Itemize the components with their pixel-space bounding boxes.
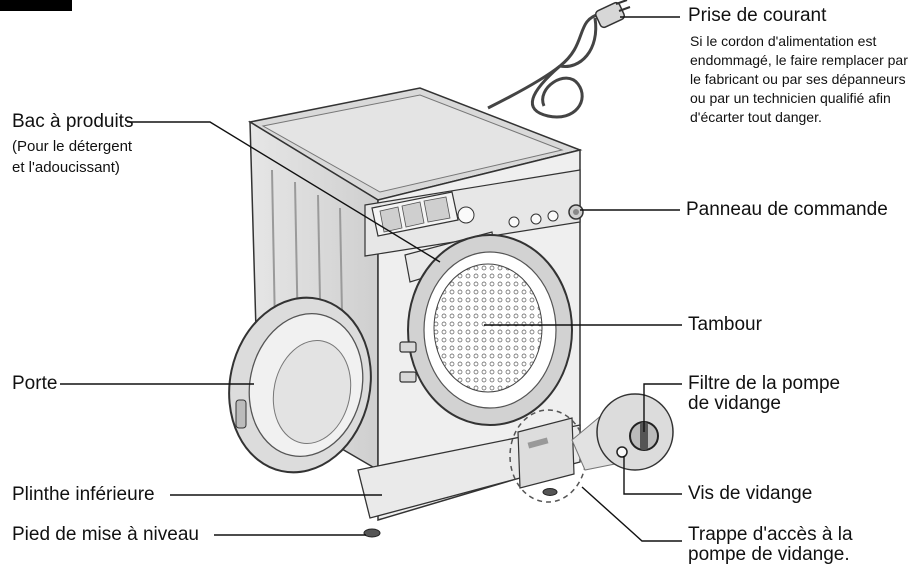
leveling-foot bbox=[363, 488, 558, 538]
note-power-cord-2: endommagé, le faire remplacer par bbox=[690, 52, 908, 68]
door-hinge bbox=[399, 341, 417, 383]
label-access-cover-1: Trappe d'accès à la bbox=[688, 524, 853, 545]
filter-callout bbox=[571, 393, 674, 471]
label-pump-filter-2: de vidange bbox=[688, 393, 781, 414]
label-detergent-drawer-sub-1: (Pour le détergent bbox=[12, 138, 133, 155]
label-drum: Tambour bbox=[688, 314, 762, 335]
power-plug bbox=[594, 0, 631, 29]
label-kickplate: Plinthe inférieure bbox=[12, 484, 155, 505]
power-cord bbox=[487, 12, 601, 119]
pump-access-cover bbox=[517, 417, 575, 489]
note-power-cord-4: ou par un technicien qualifié afin bbox=[690, 90, 891, 106]
label-control-panel: Panneau de commande bbox=[686, 199, 888, 220]
control-buttons bbox=[457, 206, 559, 228]
note-power-cord-1: Si le cordon d'alimentation est bbox=[690, 33, 877, 49]
note-power-cord-5: d'écarter tout danger. bbox=[690, 109, 822, 125]
drum bbox=[433, 263, 543, 393]
label-detergent-drawer-sub-2: et l'adoucissant) bbox=[12, 159, 120, 176]
label-leveling-foot: Pied de mise à niveau bbox=[12, 524, 199, 545]
label-detergent-drawer: Bac à produits bbox=[12, 111, 134, 132]
label-power-plug: Prise de courant bbox=[688, 5, 827, 26]
door bbox=[228, 296, 372, 474]
drain-screw bbox=[616, 446, 628, 458]
label-pump-filter-1: Filtre de la pompe bbox=[688, 373, 841, 394]
leader-lines bbox=[60, 16, 682, 542]
label-drain-screw: Vis de vidange bbox=[688, 483, 813, 504]
corner-tab bbox=[0, 0, 72, 11]
power-knob bbox=[568, 204, 584, 220]
note-power-cord-3: le fabricant ou par ses dépanneurs bbox=[690, 71, 906, 87]
label-access-cover-2: pompe de vidange. bbox=[688, 544, 850, 565]
label-door: Porte bbox=[12, 373, 58, 394]
